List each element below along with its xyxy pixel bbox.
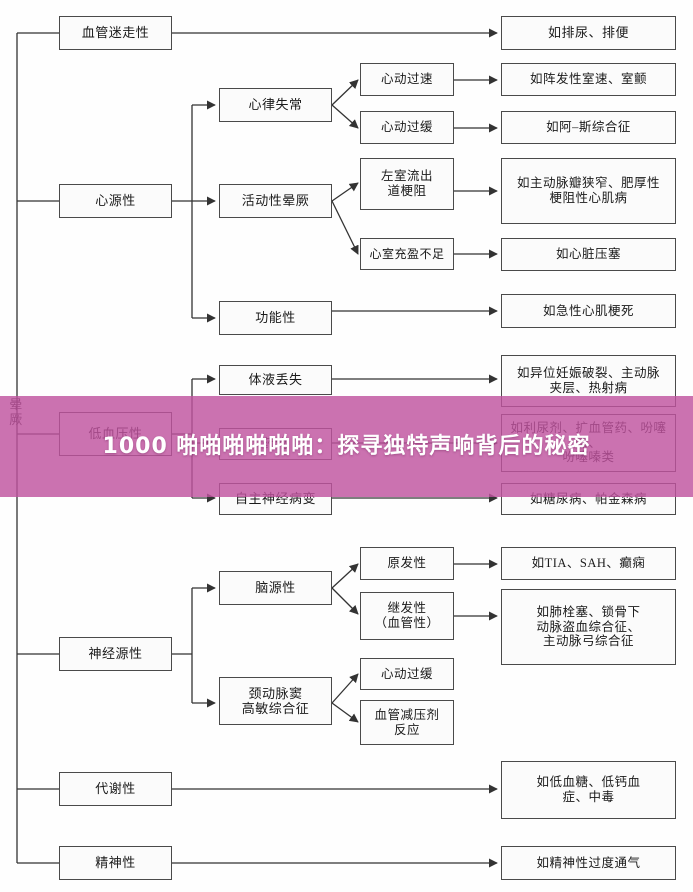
example-hypoglycemia[interactable]: 如低血糖、低钙血 症、中毒: [501, 761, 676, 819]
example-hyperventilation[interactable]: 如精神性过度通气: [501, 846, 676, 880]
node-psychogenic[interactable]: 精神性: [59, 846, 172, 880]
example-urination[interactable]: 如排尿、排便: [501, 16, 676, 50]
node-functional[interactable]: 功能性: [219, 301, 332, 335]
node-bradycardia-carotid[interactable]: 心动过缓: [360, 658, 454, 690]
node-tachycardia[interactable]: 心动过速: [360, 63, 454, 96]
node-bradycardia[interactable]: 心动过缓: [360, 111, 454, 144]
node-secondary-vascular[interactable]: 继发性 （血管性）: [360, 592, 454, 640]
node-vasovagal[interactable]: 血管迷走性: [59, 16, 172, 50]
node-cardiogenic[interactable]: 心源性: [59, 184, 172, 218]
node-primary[interactable]: 原发性: [360, 547, 454, 580]
node-neurogenic[interactable]: 神经源性: [59, 637, 172, 671]
node-fluid-loss[interactable]: 体液丢失: [219, 365, 332, 395]
node-filling-deficit[interactable]: 心室充盈不足: [360, 238, 454, 270]
example-pe-subclavian[interactable]: 如肺栓塞、锁骨下 动脉盗血综合征、 主动脉弓综合征: [501, 589, 676, 665]
example-tia-sah-epilepsy[interactable]: 如TIA、SAH、癫痫: [501, 547, 676, 580]
node-arrhythmia[interactable]: 心律失常: [219, 88, 332, 122]
promo-banner-text: 1000 啪啪啪啪啪啪：探寻独特声响背后的秘密: [102, 433, 591, 459]
promo-banner-background: [0, 396, 693, 497]
node-carotid-sinus[interactable]: 颈动脉窦 高敏综合征: [219, 677, 332, 725]
example-vt-vf[interactable]: 如阵发性室速、室颤: [501, 63, 676, 96]
node-vasodepressor-response[interactable]: 血管减压剂 反应: [360, 700, 454, 745]
node-exertional-syncope[interactable]: 活动性晕厥: [219, 184, 332, 218]
node-cerebral[interactable]: 脑源性: [219, 571, 332, 605]
node-lvot-obstruction[interactable]: 左室流出 道梗阻: [360, 158, 454, 210]
example-tamponade[interactable]: 如心脏压塞: [501, 238, 676, 271]
example-ami[interactable]: 如急性心肌梗死: [501, 294, 676, 328]
example-aortic-stenosis[interactable]: 如主动脉瓣狭窄、肥厚性 梗阻性心肌病: [501, 158, 676, 224]
node-metabolic[interactable]: 代谢性: [59, 772, 172, 806]
example-adams-stokes[interactable]: 如阿–斯综合征: [501, 111, 676, 144]
